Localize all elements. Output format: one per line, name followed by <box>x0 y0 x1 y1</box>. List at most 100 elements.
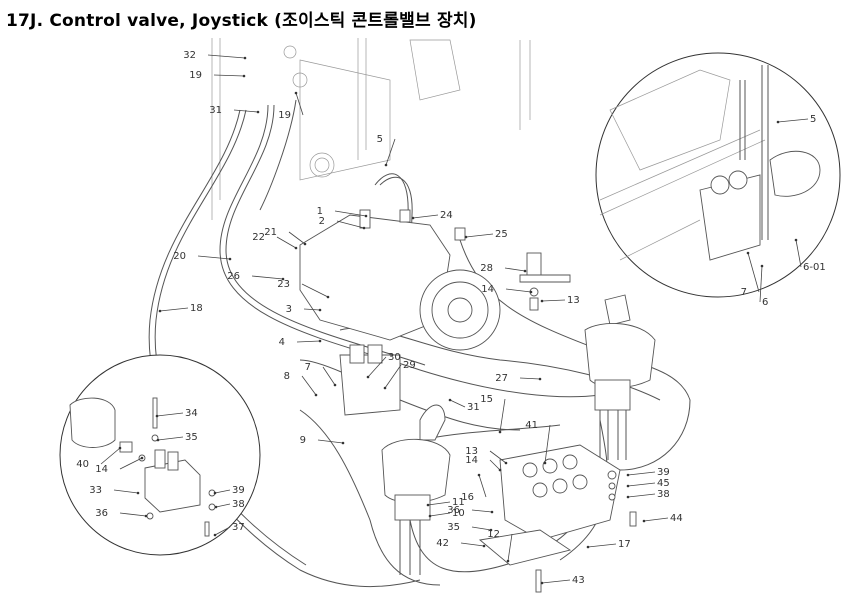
callout-14: 14 <box>465 455 502 472</box>
arrow-head <box>428 514 432 518</box>
callout-43: 43 <box>540 575 585 586</box>
leader-line <box>214 526 231 536</box>
arrow-head <box>326 295 330 299</box>
leader-line <box>276 236 297 249</box>
callout-number: 35 <box>447 522 460 533</box>
callout-15: 15 <box>480 394 506 434</box>
control-valve <box>478 444 637 593</box>
callout-number: 25 <box>495 229 508 240</box>
leader-line <box>301 375 317 396</box>
callout-number: 29 <box>403 360 416 371</box>
callout-number: 22 <box>252 232 265 243</box>
arrow-head <box>213 491 217 495</box>
leader-line <box>478 474 487 498</box>
callout-number: 6 <box>762 297 768 308</box>
leader-line <box>544 424 551 464</box>
leader-line <box>303 308 321 311</box>
arrow-head <box>144 514 148 518</box>
callout-3: 3 <box>286 304 322 315</box>
arrow-head <box>242 74 246 78</box>
callout-number: 36 <box>447 505 460 516</box>
callout-25: 25 <box>464 229 508 240</box>
callout-20: 20 <box>173 251 232 262</box>
callout-number: 43 <box>572 575 585 586</box>
arrow-head <box>543 461 547 465</box>
callout-14: 14 <box>481 284 533 295</box>
leader-line <box>627 482 656 487</box>
arrow-head <box>626 495 630 499</box>
leader-line <box>233 109 259 113</box>
callout-number: 42 <box>436 538 449 549</box>
arrow-head <box>626 484 630 488</box>
callout-number: 38 <box>232 499 245 510</box>
callout-39: 39 <box>626 467 670 478</box>
callout-12: 12 <box>487 529 513 563</box>
leader-line <box>489 459 501 471</box>
callout-number: 5 <box>377 134 383 145</box>
callout-5: 5 <box>377 134 396 167</box>
callout-26: 26 <box>227 271 285 282</box>
callout-36: 36 <box>95 508 148 519</box>
leader-line <box>747 252 760 293</box>
arrow-head <box>243 56 247 60</box>
callout-number: 28 <box>480 263 493 274</box>
callout-18: 18 <box>158 303 203 314</box>
callout-35: 35 <box>156 432 198 443</box>
leader-line <box>251 275 284 280</box>
arrow-head <box>294 246 298 250</box>
callout-2: 2 <box>319 216 366 230</box>
callout-31: 31 <box>209 105 260 116</box>
leader-line <box>385 138 396 166</box>
leader-line <box>759 265 763 303</box>
callout-number: 13 <box>465 446 478 457</box>
arrow-head <box>538 377 542 381</box>
callout-6: 6 <box>759 264 768 308</box>
arrow-head <box>140 456 144 460</box>
callout-8: 8 <box>284 371 318 397</box>
leader-line <box>197 255 231 260</box>
leader-line <box>215 503 231 508</box>
callout-39: 39 <box>213 485 245 496</box>
arrow-head <box>303 242 307 246</box>
callout-19: 19 <box>278 91 304 121</box>
arrow-head <box>760 264 764 268</box>
detail-view-right <box>595 52 841 298</box>
arrow-head <box>281 277 285 281</box>
leader-line <box>317 439 344 444</box>
arrow-head <box>540 299 544 303</box>
arrow-head <box>411 216 415 220</box>
callout-31: 31 <box>448 398 480 413</box>
leader-line <box>336 220 365 229</box>
leader-line <box>295 92 304 116</box>
leader-line <box>214 489 231 494</box>
callout-number: 31 <box>209 105 222 116</box>
leader-line <box>489 450 507 464</box>
leader-line <box>113 489 139 494</box>
callout-number: 33 <box>89 485 102 496</box>
arrow-head <box>366 375 370 379</box>
callout-22: 22 <box>252 232 298 250</box>
leader-line <box>471 509 493 513</box>
leader-line <box>460 542 485 547</box>
arrow-head <box>489 528 493 532</box>
arrow-head <box>504 461 508 465</box>
callout-38: 38 <box>626 489 670 500</box>
callout-number: 24 <box>440 210 453 221</box>
solenoid-valve-block <box>339 344 401 416</box>
callout-number: 9 <box>300 435 306 446</box>
callout-16: 16 <box>461 473 487 503</box>
callout-number: 34 <box>185 408 198 419</box>
joystick-left <box>381 404 451 575</box>
pressure-switch <box>519 252 571 311</box>
arrow-head <box>482 544 486 548</box>
arrow-head <box>228 257 232 261</box>
callout-number: 4 <box>279 337 285 348</box>
callout-number: 13 <box>567 295 580 306</box>
callout-number: 15 <box>480 394 493 405</box>
leader-line <box>301 283 329 298</box>
leader-line <box>504 267 526 272</box>
callout-number: 26 <box>227 271 240 282</box>
callout-4: 4 <box>279 337 322 348</box>
arrow-head <box>341 441 345 445</box>
arrow-head <box>384 163 388 167</box>
